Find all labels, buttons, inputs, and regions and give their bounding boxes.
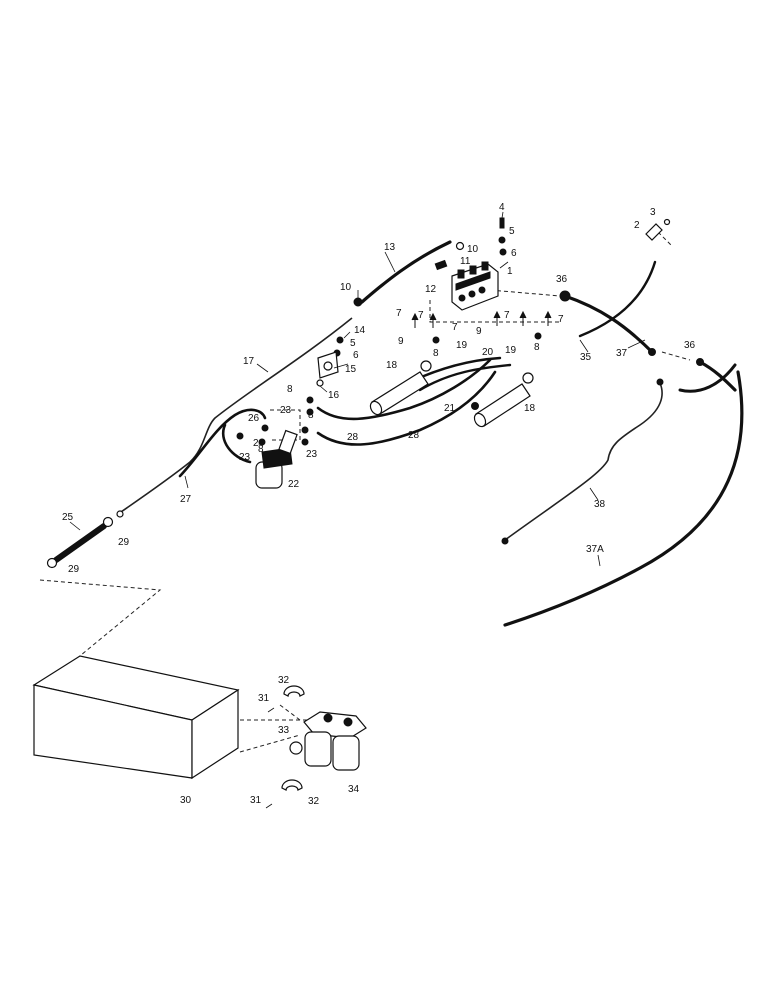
callout-18a: 18	[386, 360, 398, 371]
callout-17: 17	[243, 356, 255, 367]
callout-11: 11	[460, 256, 471, 267]
callout-8b: 8	[534, 342, 540, 353]
hose-13	[360, 240, 452, 304]
pump-22	[255, 429, 298, 489]
hose-35	[563, 294, 654, 354]
fittings	[236, 217, 704, 545]
callout-3: 3	[650, 207, 656, 218]
callout-23c: 23	[306, 449, 318, 460]
callout-8e: 8	[258, 444, 264, 455]
callout-29b: 29	[68, 564, 80, 575]
callout-16: 16	[328, 390, 340, 401]
hose-20	[418, 363, 512, 392]
plate-hole	[323, 361, 333, 371]
hose-27	[178, 408, 267, 478]
hose-26	[222, 423, 252, 464]
callout-13: 13	[384, 242, 396, 253]
callout-7d: 7	[504, 310, 510, 321]
callout-10a: 10	[467, 244, 479, 255]
callout-8c: 8	[287, 384, 293, 395]
callout-4: 4	[499, 202, 505, 213]
cylinder-18-left	[369, 360, 432, 416]
callout-7e: 7	[558, 314, 564, 325]
hose-36	[698, 360, 737, 392]
callout-20: 20	[482, 347, 494, 358]
callout-23b: 23	[239, 452, 251, 463]
dash-3-leader	[657, 231, 673, 247]
callout-33: 33	[278, 725, 290, 736]
hose-28b	[316, 370, 497, 446]
dash-valve-lines	[429, 300, 560, 323]
reservoir-tank-30	[32, 655, 240, 780]
callout-2: 2	[634, 220, 640, 231]
callout-22: 22	[288, 479, 300, 490]
callout-leaders	[69, 211, 646, 567]
hose-36b	[678, 363, 737, 393]
callout-5b: 5	[350, 338, 356, 349]
callout-34: 34	[348, 784, 360, 795]
callout-27: 27	[180, 494, 192, 505]
callout-8a: 8	[433, 348, 439, 359]
callout-6a: 6	[511, 248, 517, 259]
callout-8d: 8	[308, 410, 314, 421]
callout-9a: 9	[398, 336, 404, 347]
hose-37a	[503, 370, 744, 627]
callout-7c: 7	[452, 322, 458, 333]
callout-14: 14	[354, 325, 366, 336]
callout-26: 26	[248, 413, 260, 424]
rod-25	[46, 510, 124, 569]
callout-28b: 28	[408, 430, 420, 441]
callout-9b: 9	[476, 326, 482, 337]
tube-17	[117, 317, 353, 515]
hose-28a	[316, 358, 492, 421]
callout-38: 38	[594, 499, 606, 510]
callout-36a: 36	[556, 274, 568, 285]
callout-15: 15	[345, 364, 357, 375]
dash-valve-to-36	[489, 289, 561, 297]
hose-37	[578, 260, 657, 338]
callout-7a: 7	[396, 308, 402, 319]
dash-tank-feed	[39, 579, 162, 661]
callout-19b: 19	[505, 345, 517, 356]
dash-tank-filter-c	[279, 704, 301, 721]
dash-tank-filter-b	[239, 734, 301, 753]
callout-24: 24	[253, 438, 265, 449]
callout-labels: 1 2 3 4 5 6 10 11 12 13 10 14 5 6 15 16 …	[62, 202, 696, 807]
callout-32b: 32	[308, 796, 320, 807]
callout-21: 21	[444, 403, 456, 414]
callout-25: 25	[62, 512, 74, 523]
callout-31b: 31	[250, 795, 262, 806]
callout-12: 12	[425, 284, 437, 295]
cylinder-18-right	[473, 372, 534, 428]
dash-36-right	[661, 351, 691, 361]
callout-6b: 6	[353, 350, 359, 361]
control-valve	[451, 261, 499, 311]
callout-29a: 29	[118, 537, 130, 548]
callout-32a: 32	[278, 675, 290, 686]
callout-23a: 23	[280, 405, 292, 416]
filter-assembly-34	[265, 685, 367, 809]
callout-28a: 28	[347, 432, 359, 443]
callout-5a: 5	[509, 226, 515, 237]
callout-37: 37	[616, 348, 628, 359]
callout-31a: 31	[258, 693, 270, 704]
callout-30: 30	[180, 795, 192, 806]
callout-36b: 36	[684, 340, 696, 351]
callout-19a: 19	[456, 340, 468, 351]
callout-35: 35	[580, 352, 592, 363]
callout-18b: 18	[524, 403, 536, 414]
callout-1: 1	[507, 266, 513, 277]
callout-10b: 10	[340, 282, 352, 293]
dash-23-box	[270, 409, 301, 441]
callout-7b: 7	[418, 310, 424, 321]
callout-37a: 37A	[586, 544, 604, 555]
tube-38	[504, 382, 663, 541]
